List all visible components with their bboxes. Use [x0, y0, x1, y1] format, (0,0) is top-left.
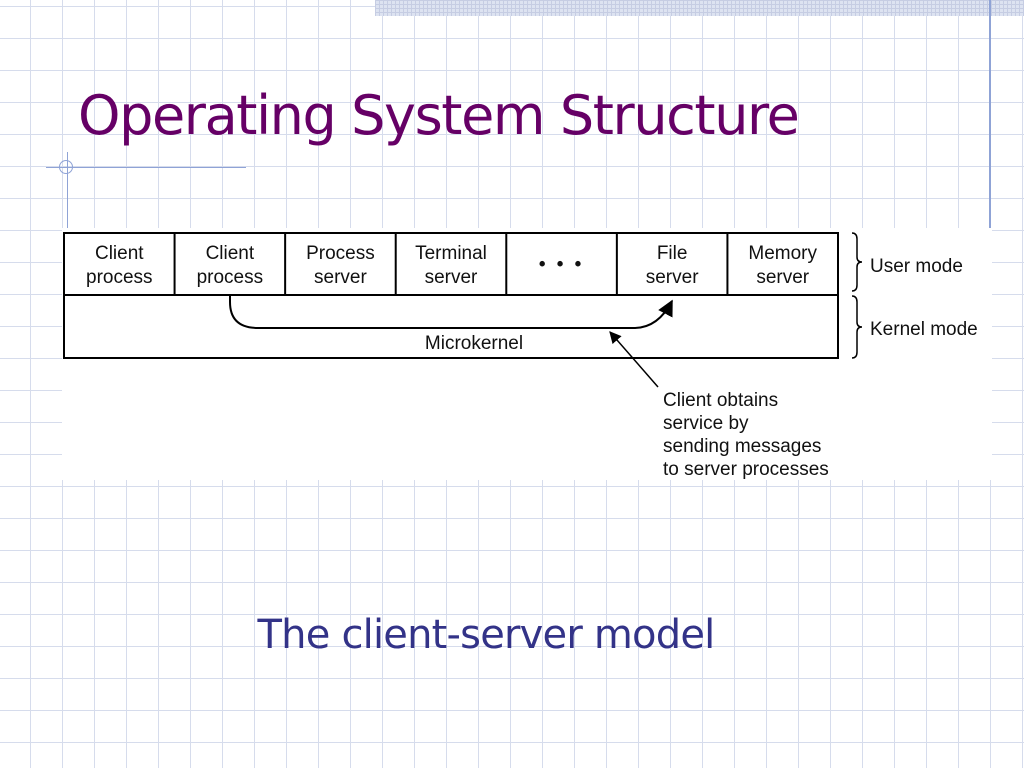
annotation-pointer: [609, 331, 659, 388]
user-mode-brace: [851, 232, 863, 292]
slide-caption: The client-server model: [257, 612, 716, 658]
decorative-rule-vertical: [67, 152, 68, 232]
decorative-rule-horizontal: [46, 167, 246, 168]
kernel-mode-brace: [851, 295, 863, 359]
user-box-label: • • •: [539, 254, 585, 275]
kernel-label: Microkernel: [425, 333, 523, 354]
message-arrow: [229, 295, 673, 329]
user-mode-label: User mode: [870, 256, 963, 277]
slide-title: Operating System Structure: [78, 84, 800, 147]
decorative-ring-icon: [59, 160, 73, 174]
kernel-mode-label: Kernel mode: [870, 319, 978, 340]
decorative-rule-right: [989, 0, 991, 262]
top-texture-band: [375, 0, 1024, 16]
